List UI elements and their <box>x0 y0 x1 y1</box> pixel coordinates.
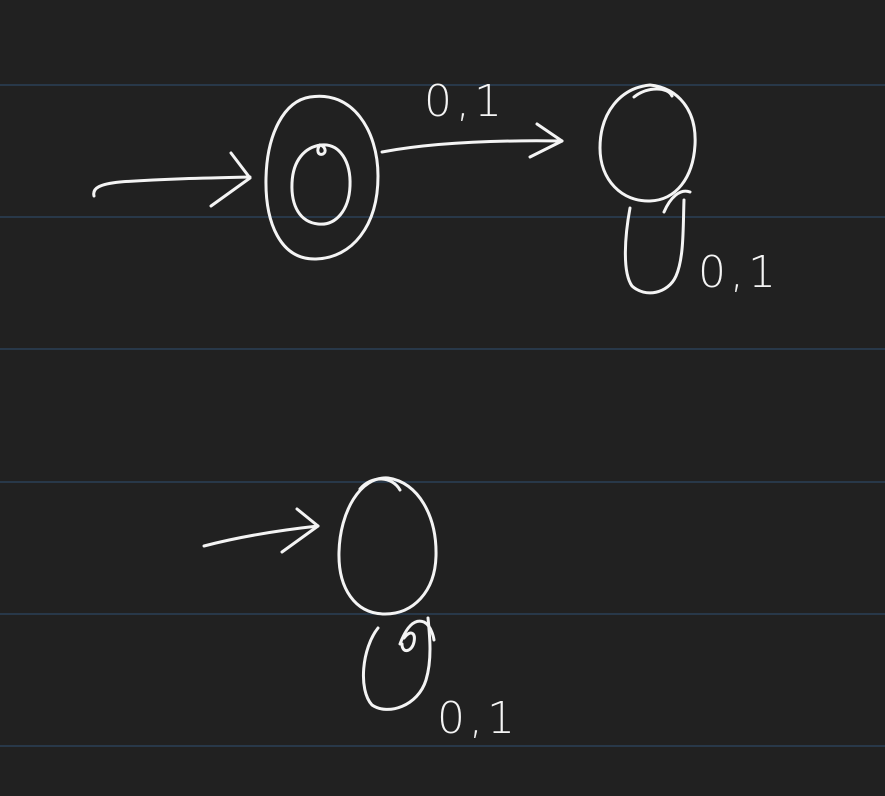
transition-a-to-b: 0,1 <box>380 76 564 159</box>
state-a-accepting <box>264 94 380 261</box>
start-arrow-1 <box>92 151 252 208</box>
diagram-1: 0,1 0,1 <box>92 76 780 298</box>
state-b <box>598 83 697 203</box>
self-loop-c: 0,1 <box>361 616 519 744</box>
transition-a-to-b-label: 0,1 <box>424 76 506 127</box>
ruled-lines <box>0 84 885 747</box>
start-arrow-2 <box>202 507 320 554</box>
self-loop-c-label: 0,1 <box>437 693 519 744</box>
self-loop-b-label: 0,1 <box>698 247 780 298</box>
self-loop-b: 0,1 <box>623 189 780 298</box>
diagram-2: 0,1 <box>202 476 519 744</box>
state-c <box>337 476 438 616</box>
